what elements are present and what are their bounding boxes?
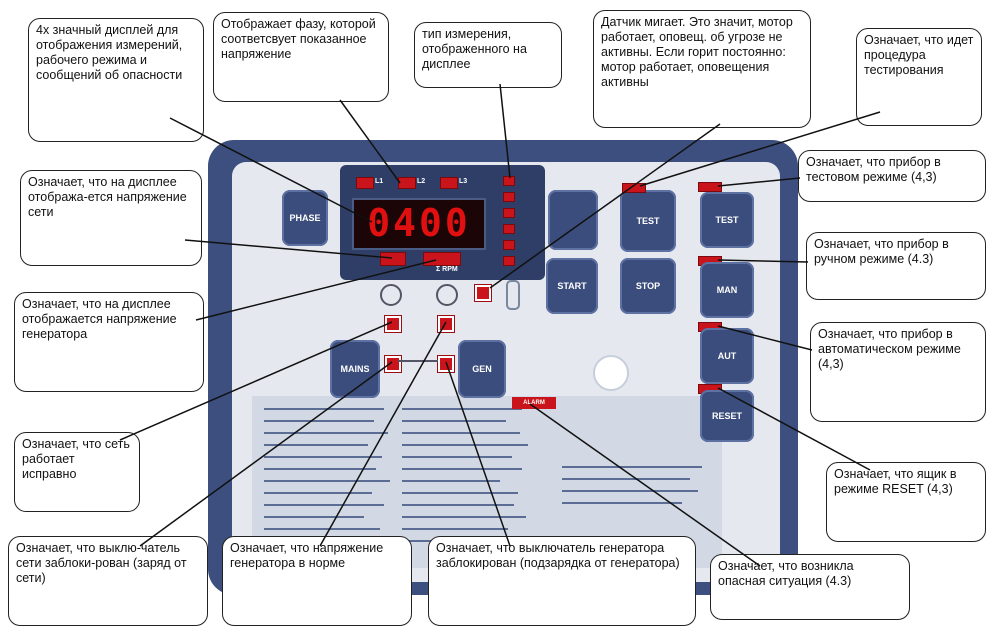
- phase-led-l3: [440, 177, 458, 189]
- callout-gen-breaker: Означает, что выключатель генератора заб…: [428, 536, 696, 626]
- display-sub-label: Σ RPM: [436, 266, 458, 273]
- mains-ok-led: [385, 316, 401, 332]
- mains-voltage-led: [380, 252, 406, 266]
- test-mode-led: [698, 182, 722, 192]
- callout-test-mode: Означает, что прибор в тестовом режиме (…: [798, 150, 986, 202]
- test-mode-button[interactable]: TEST: [700, 192, 754, 248]
- sensor-icon: [506, 280, 520, 310]
- phase-label-l1: L1: [375, 178, 384, 185]
- callout-phase: Отображает фазу, которой соответсвует по…: [213, 12, 389, 102]
- sensor-led: [475, 285, 491, 301]
- callout-testing: Означает, что идет процедура тестировани…: [856, 28, 982, 126]
- measure-led-5: [503, 240, 515, 250]
- gen-ok-led: [438, 316, 454, 332]
- generator-symbol-icon: [436, 284, 458, 306]
- callout-manual-mode: Означает, что прибор в ручном режиме (4.…: [806, 232, 986, 300]
- test-center-button[interactable]: TEST: [620, 190, 676, 252]
- switch-line: [398, 360, 438, 362]
- callout-gen-ok: Означает, что напряжение генератора в но…: [222, 536, 412, 626]
- mains-symbol-icon: [380, 284, 402, 306]
- globe-icon: [593, 355, 629, 391]
- callout-gen-voltage: Означает, что на дисплее отображается на…: [14, 292, 204, 392]
- measure-led-2: [503, 192, 515, 202]
- gen-breaker-led: [438, 356, 454, 372]
- reset-button[interactable]: RESET: [700, 390, 754, 442]
- start-button[interactable]: START: [546, 258, 598, 314]
- display-value: 0400: [367, 201, 471, 245]
- phase-led-l1: [356, 177, 374, 189]
- callout-reset-mode: Означает, что ящик в режиме RESET (4,3): [826, 462, 986, 542]
- left-blank-button[interactable]: [548, 190, 598, 250]
- seven-segment-display: 0400: [352, 198, 486, 250]
- callout-mains-breaker: Означает, что выклю-чатель сети заблоки-…: [8, 536, 208, 626]
- mains-button[interactable]: MAINS: [330, 340, 380, 398]
- auto-mode-button[interactable]: AUT: [700, 328, 754, 384]
- phase-led-l2: [398, 177, 416, 189]
- callout-display: 4х значный дисплей для отображения измер…: [28, 18, 204, 142]
- callout-alarm: Означает, что возникла опасная ситуация …: [710, 554, 910, 620]
- gen-voltage-led: [423, 252, 461, 266]
- measure-led-4: [503, 224, 515, 234]
- callout-mains-ok: Означает, что сеть работает исправно: [14, 432, 140, 512]
- stop-button[interactable]: STOP: [620, 258, 676, 314]
- mains-breaker-led: [385, 356, 401, 372]
- gen-button[interactable]: GEN: [458, 340, 506, 398]
- manual-mode-button[interactable]: MAN: [700, 262, 754, 318]
- phase-button[interactable]: PHASE: [282, 190, 328, 246]
- measure-led-1: [503, 176, 515, 186]
- callout-auto-mode: Означает, что прибор в автоматическом ре…: [810, 322, 986, 422]
- phase-label-l3: L3: [459, 178, 468, 185]
- phase-label-l2: L2: [417, 178, 426, 185]
- callout-measure-type: тип измерения, отображенного на дисплее: [414, 22, 562, 88]
- measure-led-3: [503, 208, 515, 218]
- callout-sensor: Датчик мигает. Это значит, мотор работае…: [593, 10, 811, 128]
- callout-mains-voltage: Означает, что на дисплее отобража-ется н…: [20, 170, 202, 266]
- testing-led: [622, 183, 646, 193]
- alarm-led: ALARM: [512, 397, 556, 409]
- measure-led-6: [503, 256, 515, 266]
